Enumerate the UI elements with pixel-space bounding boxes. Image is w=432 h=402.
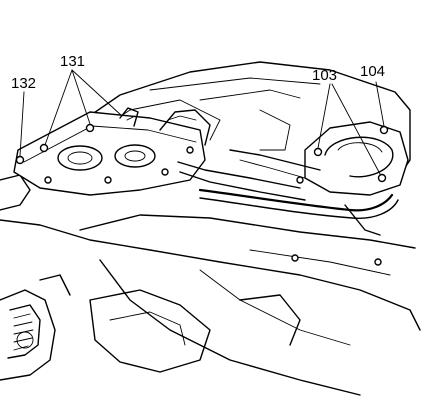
pipes <box>198 149 399 236</box>
leader-131-b <box>71 69 91 125</box>
accumulator-housing <box>296 121 409 196</box>
bolt-103-a <box>313 147 323 157</box>
callout-131: 131 <box>60 53 85 70</box>
center-assembly <box>119 107 306 201</box>
bolt-132 <box>15 155 25 165</box>
output-shaft <box>0 274 71 381</box>
valve-body-cover <box>13 111 206 196</box>
callout-103: 103 <box>312 67 337 84</box>
bolt-131-a <box>39 143 49 153</box>
leader-104 <box>375 81 385 127</box>
bolt-103-b <box>377 173 387 183</box>
transmission-case <box>0 61 421 396</box>
bolt-131-b <box>85 123 95 133</box>
callout-132: 132 <box>11 75 36 92</box>
leader-103-b <box>331 83 381 175</box>
lower-bracket <box>89 254 382 373</box>
leader-lines <box>19 69 385 175</box>
leader-132 <box>19 91 25 157</box>
bolt-104 <box>379 125 389 135</box>
leader-131-a <box>44 69 73 146</box>
callout-104: 104 <box>360 63 385 80</box>
leader-103-a <box>317 83 331 149</box>
leader-131-c <box>71 69 123 117</box>
callout-labels: 132 131 103 104 <box>11 53 385 92</box>
